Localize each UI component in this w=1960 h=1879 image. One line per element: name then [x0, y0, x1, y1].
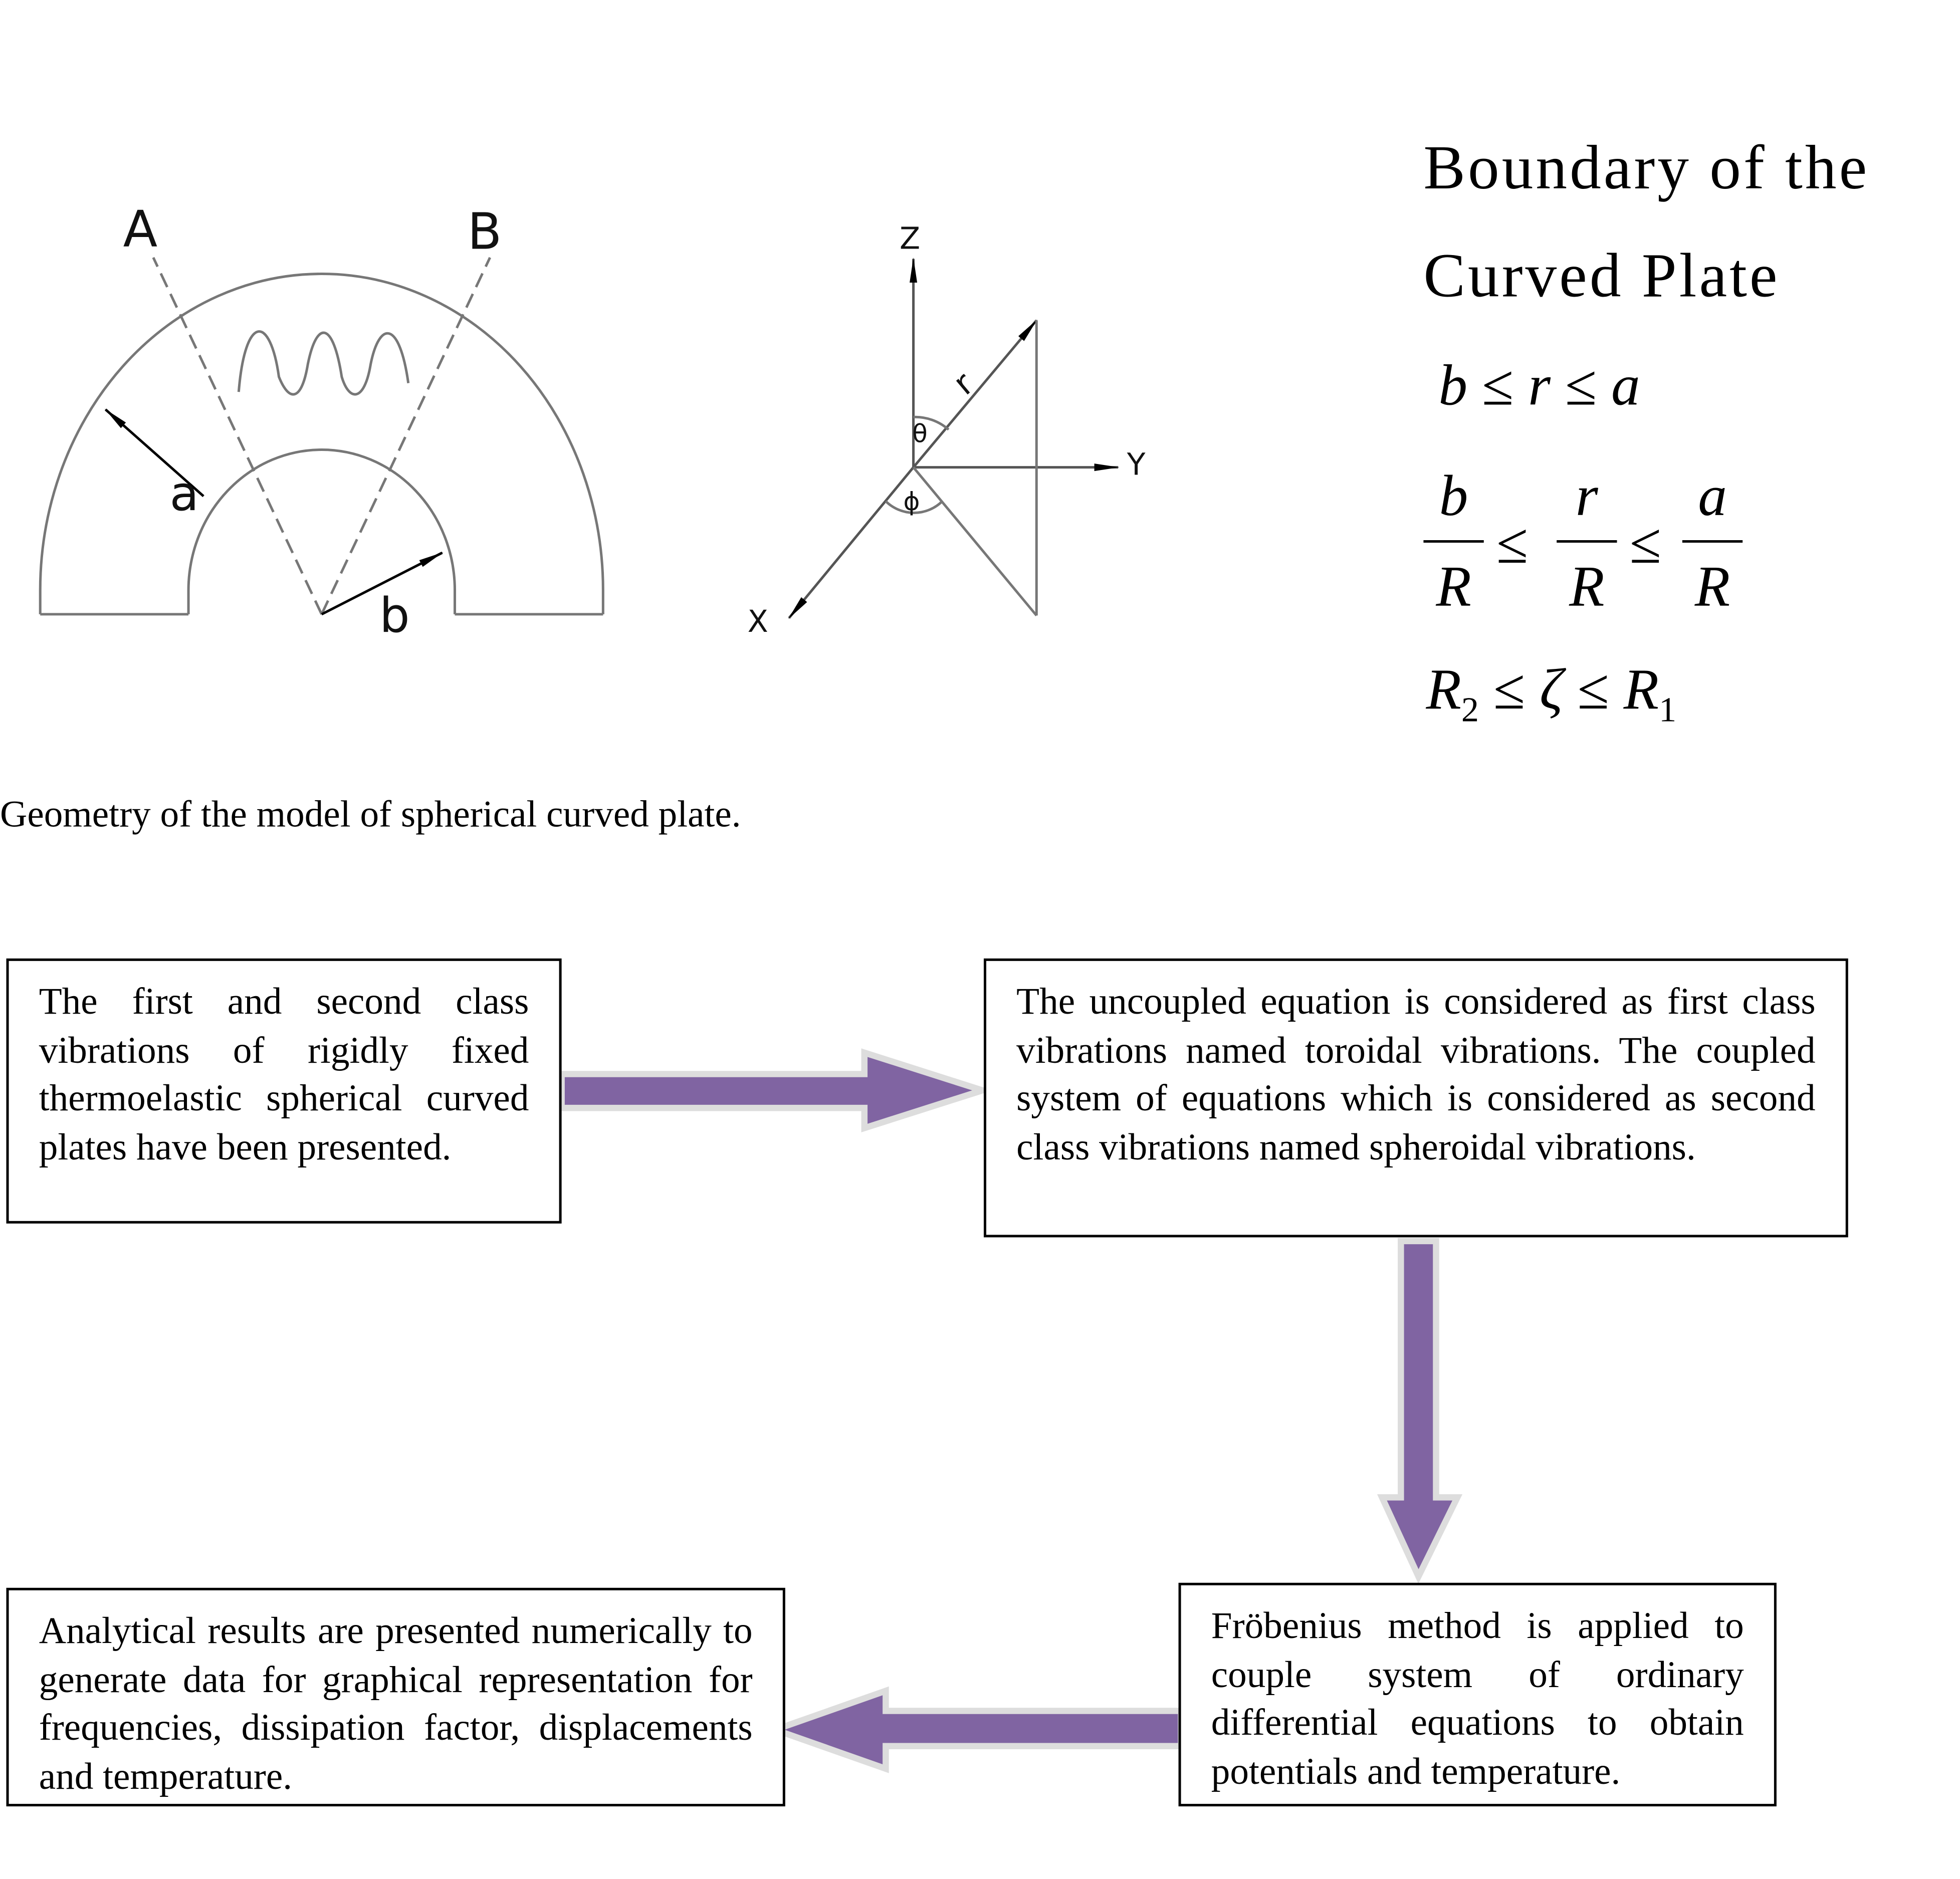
- frac2-num: r: [1557, 462, 1617, 543]
- flow-box-2: The uncoupled equation is considered as …: [983, 958, 1848, 1238]
- eq3-mid: ζ: [1539, 657, 1563, 722]
- label-Y: Y: [1127, 447, 1146, 483]
- eq3-left-sub: 2: [1461, 691, 1479, 731]
- arrow-left: [765, 1686, 1184, 1773]
- eq1-left: b: [1438, 353, 1468, 417]
- eq3-op1: ≤: [1493, 657, 1526, 722]
- eq2-op1: ≤: [1496, 511, 1529, 576]
- frac1-den: R: [1436, 554, 1471, 618]
- dashed-line-b: [320, 257, 491, 615]
- wave: [237, 330, 410, 396]
- phi-arc: [885, 500, 944, 514]
- equation-zeta: R2 ≤ ζ ≤ R1: [1426, 656, 1676, 732]
- boundary-title-line2: Curved Plate: [1423, 240, 1780, 311]
- flow-box-3: Fröbenius method is applied to couple sy…: [1178, 1582, 1777, 1807]
- theta-arc: [913, 415, 950, 431]
- frac3-den: R: [1694, 554, 1730, 618]
- equation-b-r-a: b ≤ r ≤ a: [1439, 352, 1640, 418]
- curved-plate-sketch: [39, 257, 604, 616]
- frac2-den: R: [1569, 554, 1605, 618]
- flow-arrows: [558, 1048, 1463, 1773]
- dashed-line-a: [152, 257, 323, 615]
- spherical-coordinates-sketch: [788, 257, 1120, 619]
- eq3-op2: ≤: [1577, 657, 1609, 722]
- figure-caption: Geometry of the model of spherical curve…: [0, 794, 741, 836]
- arrow-down: [1377, 1238, 1463, 1584]
- eq3-left: R: [1426, 657, 1461, 722]
- label-theta: θ: [912, 418, 928, 448]
- equation-fractions: b R ≤ r R ≤ a R: [1423, 462, 1750, 626]
- label-a: a: [169, 466, 198, 522]
- r-vector: [912, 319, 1038, 468]
- eq3-right-sub: 1: [1659, 691, 1677, 731]
- flow-box-4: Analytical results are presented numeric…: [6, 1587, 785, 1807]
- label-r: r: [946, 365, 981, 403]
- inner-arc: [187, 448, 457, 614]
- eq3-right: R: [1623, 657, 1659, 722]
- frac3-num: a: [1682, 462, 1743, 543]
- eq1-right: a: [1611, 353, 1640, 417]
- eq1-op1: ≤: [1482, 353, 1514, 417]
- label-phi: ϕ: [904, 487, 920, 516]
- eq2-op2: ≤: [1629, 511, 1661, 576]
- label-X: X: [748, 604, 768, 639]
- flow-box-1: The first and second class vibrations of…: [6, 958, 562, 1224]
- label-Z: Z: [900, 221, 920, 256]
- boundary-title-line1: Boundary of the: [1423, 132, 1870, 202]
- radius-a-arrow: [104, 408, 204, 498]
- arrow-right: [558, 1048, 993, 1132]
- label-A: A: [123, 199, 158, 258]
- radius-b-arrow: [321, 551, 444, 616]
- projection-line: [912, 466, 1038, 617]
- frac1-num: b: [1423, 462, 1484, 543]
- eq1-op2: ≤: [1565, 353, 1597, 417]
- x-axis: [788, 466, 915, 619]
- label-b: b: [379, 588, 409, 643]
- label-B: B: [468, 202, 502, 261]
- eq1-mid: r: [1528, 353, 1551, 417]
- outer-arc: [39, 273, 604, 614]
